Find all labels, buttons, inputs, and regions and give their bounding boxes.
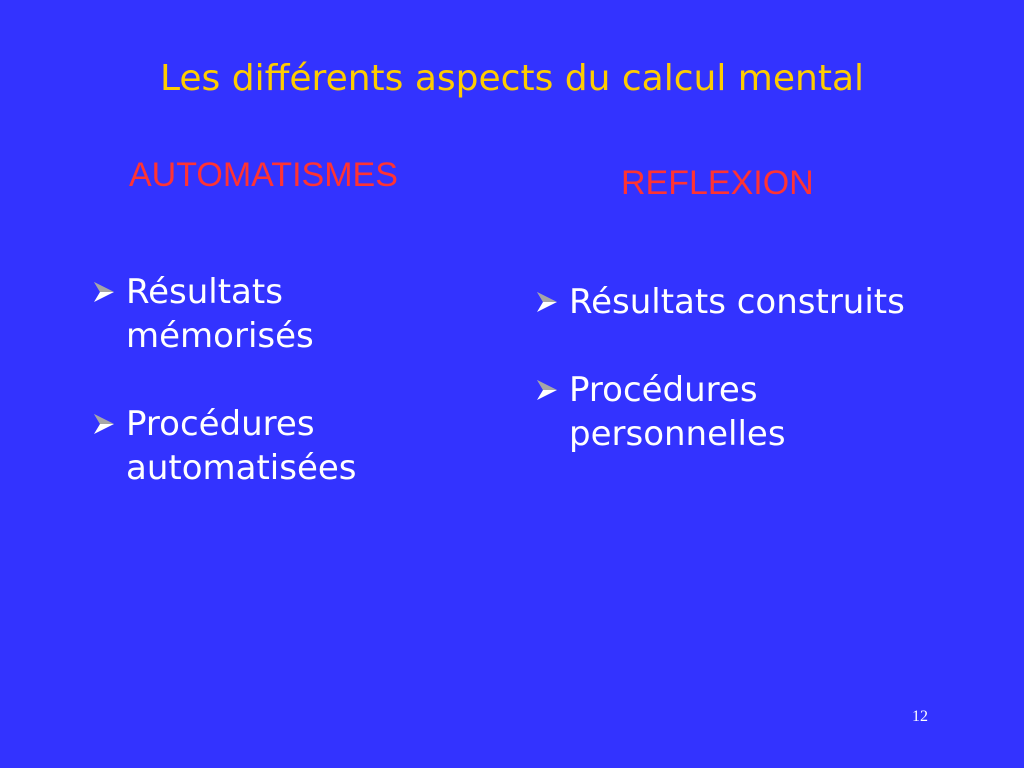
page-number: 12 bbox=[912, 708, 928, 725]
column-heading-automatismes: AUTOMATISMES bbox=[129, 156, 398, 194]
bullet-text: Résultats mémorisés bbox=[126, 272, 314, 356]
arrow-bullet-icon bbox=[533, 368, 569, 412]
bullet-text: Procédures personnelles bbox=[569, 370, 786, 454]
list-item: Résultats construits bbox=[533, 280, 933, 324]
arrow-bullet-icon bbox=[90, 402, 126, 446]
column-heading-reflexion: REFLEXION bbox=[621, 164, 814, 202]
bullet-text: Résultats construits bbox=[569, 282, 905, 322]
bullet-text: Procédures automatisées bbox=[126, 404, 357, 488]
list-item: Procédures personnelles bbox=[533, 368, 933, 456]
bullet-list-automatismes: Résultats mémorisés Procédures automatis… bbox=[90, 270, 470, 534]
slide-title: Les différents aspects du calcul mental bbox=[159, 58, 865, 99]
bullet-list-reflexion: Résultats construits Procédures personne… bbox=[533, 280, 933, 500]
arrow-bullet-icon bbox=[533, 280, 569, 324]
list-item: Procédures automatisées bbox=[90, 402, 470, 490]
list-item: Résultats mémorisés bbox=[90, 270, 470, 358]
arrow-bullet-icon bbox=[90, 270, 126, 314]
